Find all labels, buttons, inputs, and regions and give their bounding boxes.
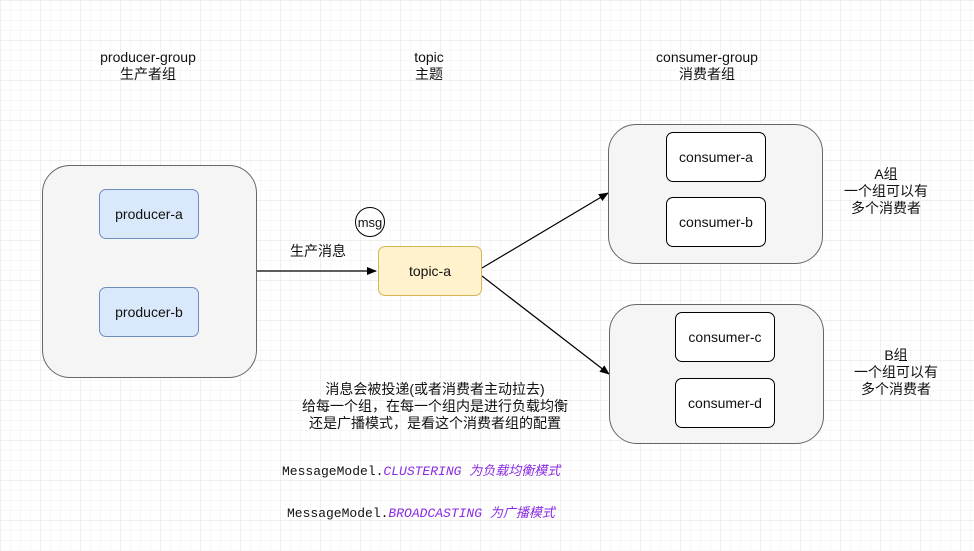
group-b-line-1: 一个组可以有 xyxy=(854,364,938,380)
producer-group-title: producer-group xyxy=(100,49,196,65)
clustering-keyword: CLUSTERING 为负载均衡模式 xyxy=(383,464,561,479)
group-b-description: B组 一个组可以有 多个消费者 xyxy=(846,347,946,398)
produce-message-label: 生产消息 xyxy=(290,243,346,259)
consumer-group-title: consumer-group xyxy=(656,49,758,65)
topic-title: topic xyxy=(414,49,444,65)
topic-to-group-a-arrow xyxy=(481,192,609,269)
delivery-note-line-2: 给每一个组，在每一个组内是进行负载均衡 xyxy=(302,398,568,414)
consumer-group-header: consumer-group 消费者组 xyxy=(637,49,777,83)
producer-group-header: producer-group 生产者组 xyxy=(78,49,218,83)
broadcasting-prefix: MessageModel. xyxy=(287,506,389,521)
delivery-note-line-3: 还是广播模式，是看这个消费者组的配置 xyxy=(309,415,561,431)
broadcasting-code-line: MessageModel.BROADCASTING 为广播模式 xyxy=(287,502,555,521)
consumer-b-node[interactable]: consumer-b xyxy=(666,197,766,247)
producer-group-subtitle: 生产者组 xyxy=(120,66,176,82)
broadcasting-keyword: BROADCASTING 为广播模式 xyxy=(388,506,555,521)
topic-a-node[interactable]: topic-a xyxy=(378,246,482,296)
msg-circle[interactable]: msg xyxy=(355,207,385,237)
group-b-title: B组 xyxy=(884,347,908,363)
group-a-title: A组 xyxy=(874,166,898,182)
group-a-line-1: 一个组可以有 xyxy=(844,183,928,199)
consumer-c-node[interactable]: consumer-c xyxy=(675,312,775,362)
topic-subtitle: 主题 xyxy=(415,66,443,82)
consumer-a-node[interactable]: consumer-a xyxy=(666,132,766,182)
producer-b-node[interactable]: producer-b xyxy=(99,287,199,337)
group-a-line-2: 多个消费者 xyxy=(851,200,921,216)
clustering-code-line: MessageModel.CLUSTERING 为负载均衡模式 xyxy=(282,460,560,479)
consumer-d-node[interactable]: consumer-d xyxy=(675,378,775,428)
group-a-description: A组 一个组可以有 多个消费者 xyxy=(836,166,936,217)
group-b-line-2: 多个消费者 xyxy=(861,381,931,397)
consumer-group-subtitle: 消费者组 xyxy=(679,66,735,82)
topic-to-group-b-arrow xyxy=(481,275,610,375)
producer-a-node[interactable]: producer-a xyxy=(99,189,199,239)
clustering-prefix: MessageModel. xyxy=(282,464,384,479)
delivery-note: 消息会被投递(或者消费者主动拉去) 给每一个组，在每一个组内是进行负载均衡 还是… xyxy=(270,381,600,432)
delivery-note-line-1: 消息会被投递(或者消费者主动拉去) xyxy=(325,381,545,397)
topic-header: topic 主题 xyxy=(389,49,469,83)
